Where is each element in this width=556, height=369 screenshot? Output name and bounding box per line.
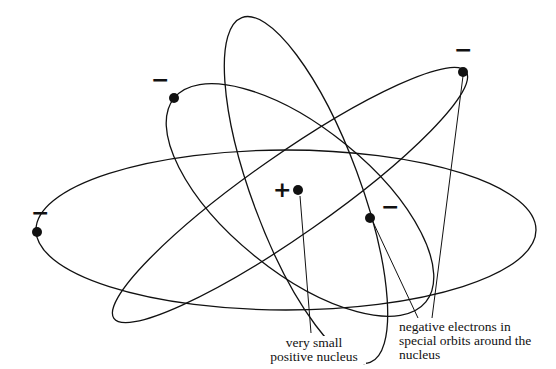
nucleus-dot [293,185,303,195]
leader-line [373,222,418,318]
callout-label: very small positive nucleus [262,336,366,364]
charge-sign: + [273,179,291,201]
charge-sign: − [454,39,472,61]
electron-dot [365,213,375,223]
callout-label: negative electrons in special orbits aro… [397,320,553,362]
orbit [129,42,471,358]
electron-dot [169,93,179,103]
electron-dot [32,227,42,237]
orbit [191,0,421,369]
electron-dot [458,67,468,77]
leader-line [432,76,463,318]
orbit [91,39,489,351]
charge-sign: − [381,196,399,218]
charge-sign: − [31,202,49,224]
charge-sign: − [151,69,169,91]
leader-line [300,196,311,333]
orbit [36,150,536,310]
